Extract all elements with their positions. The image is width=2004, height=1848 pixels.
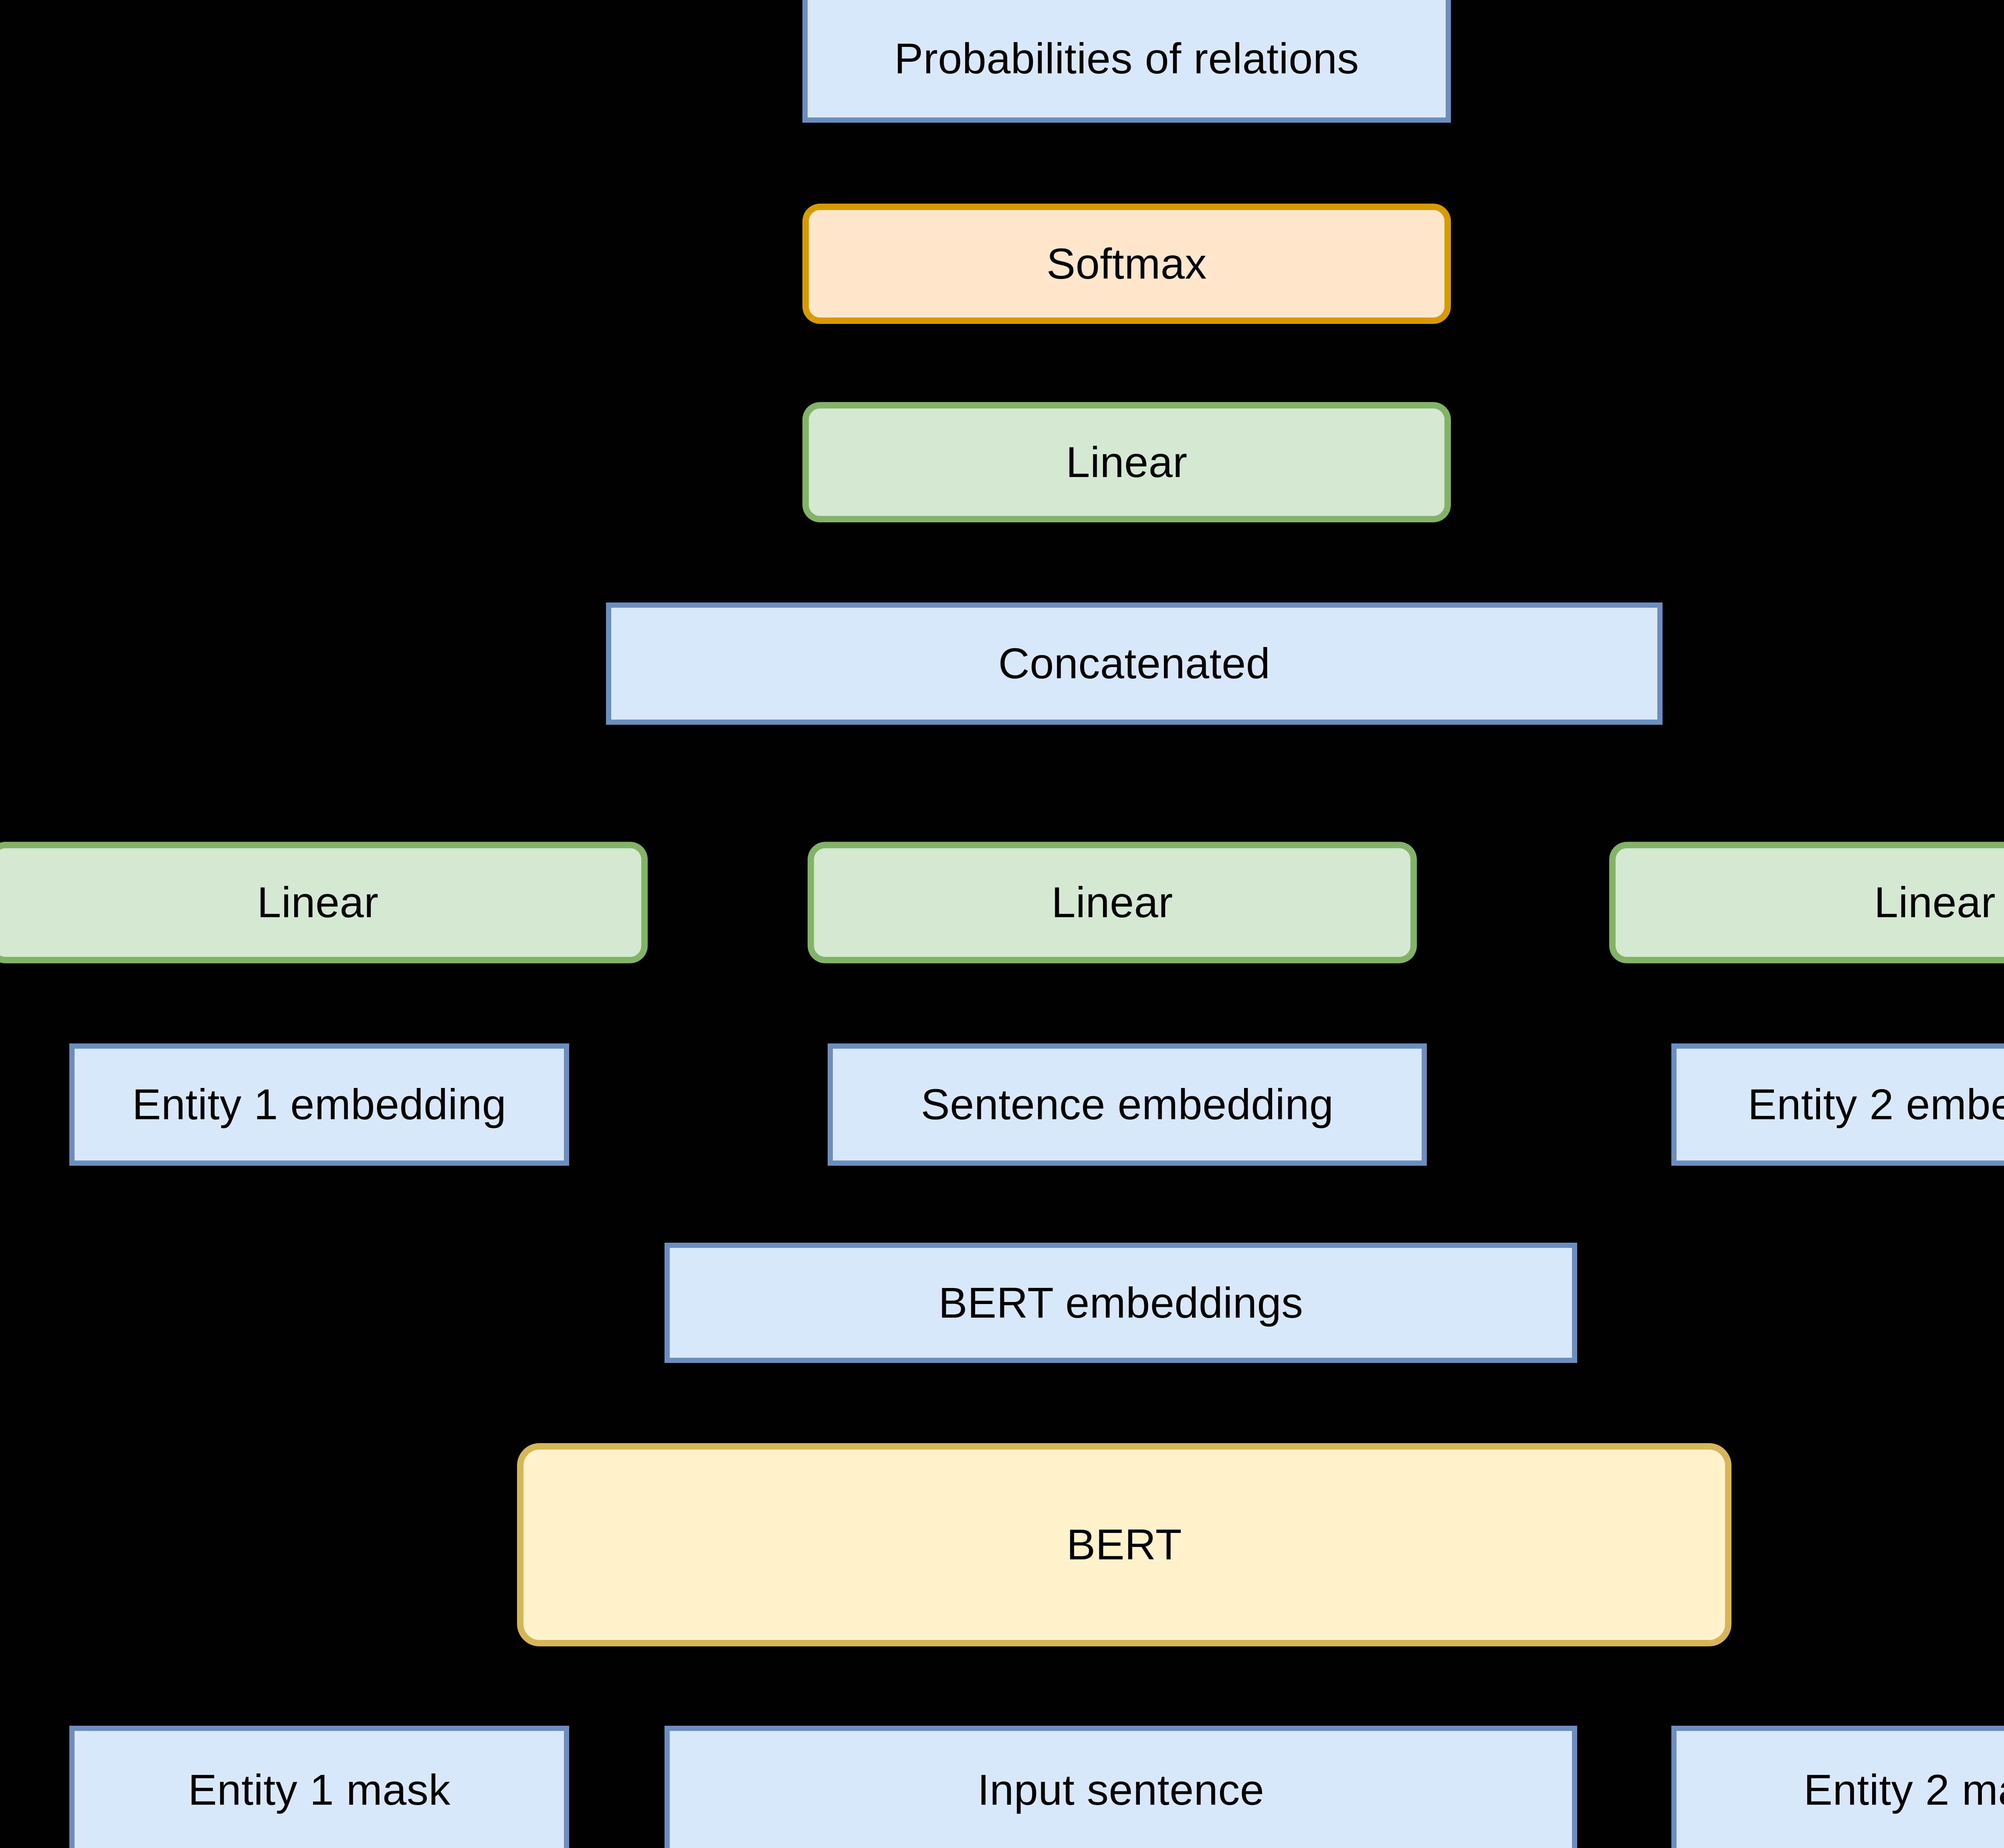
node-entity1-embedding: Entity 1 embedding bbox=[69, 1043, 569, 1166]
node-label-linear-left: Linear bbox=[257, 878, 379, 927]
node-label-entity2-mask: Entity 2 mask bbox=[1804, 1765, 2004, 1814]
node-entity2-embedding: Entity 2 embedding bbox=[1671, 1043, 2004, 1166]
node-linear-right: Linear bbox=[1609, 842, 2004, 963]
node-entity1-mask: Entity 1 mask bbox=[69, 1726, 569, 1848]
node-label-entity1-mask: Entity 1 mask bbox=[188, 1765, 450, 1814]
node-label-bert: BERT bbox=[1066, 1520, 1182, 1569]
node-label-input-sentence: Input sentence bbox=[977, 1765, 1265, 1814]
node-label-linear-top: Linear bbox=[1066, 437, 1188, 486]
node-label-entity1-embedding: Entity 1 embedding bbox=[132, 1080, 507, 1129]
node-sentence-embedding: Sentence embedding bbox=[828, 1043, 1427, 1166]
node-bert-embeddings: BERT embeddings bbox=[665, 1243, 1577, 1363]
node-label-linear-mid: Linear bbox=[1051, 878, 1173, 927]
node-label-entity2-embedding: Entity 2 embedding bbox=[1747, 1080, 2004, 1129]
node-linear-mid: Linear bbox=[808, 842, 1417, 963]
node-input-sentence: Input sentence bbox=[665, 1726, 1577, 1848]
node-label-probabilities: Probabilities of relations bbox=[894, 34, 1359, 83]
node-entity2-mask: Entity 2 mask bbox=[1671, 1726, 2004, 1848]
node-linear-left: Linear bbox=[0, 842, 648, 963]
node-label-concatenated: Concatenated bbox=[998, 639, 1271, 688]
node-label-sentence-embedding: Sentence embedding bbox=[921, 1080, 1334, 1129]
node-probabilities: Probabilities of relations bbox=[802, 0, 1451, 123]
node-label-linear-right: Linear bbox=[1874, 878, 1996, 927]
node-bert: BERT bbox=[517, 1443, 1731, 1646]
node-label-softmax: Softmax bbox=[1046, 239, 1207, 288]
node-concatenated: Concatenated bbox=[606, 603, 1663, 725]
node-linear-top: Linear bbox=[802, 402, 1451, 522]
node-softmax: Softmax bbox=[802, 204, 1451, 324]
node-label-bert-embeddings: BERT embeddings bbox=[938, 1278, 1303, 1327]
